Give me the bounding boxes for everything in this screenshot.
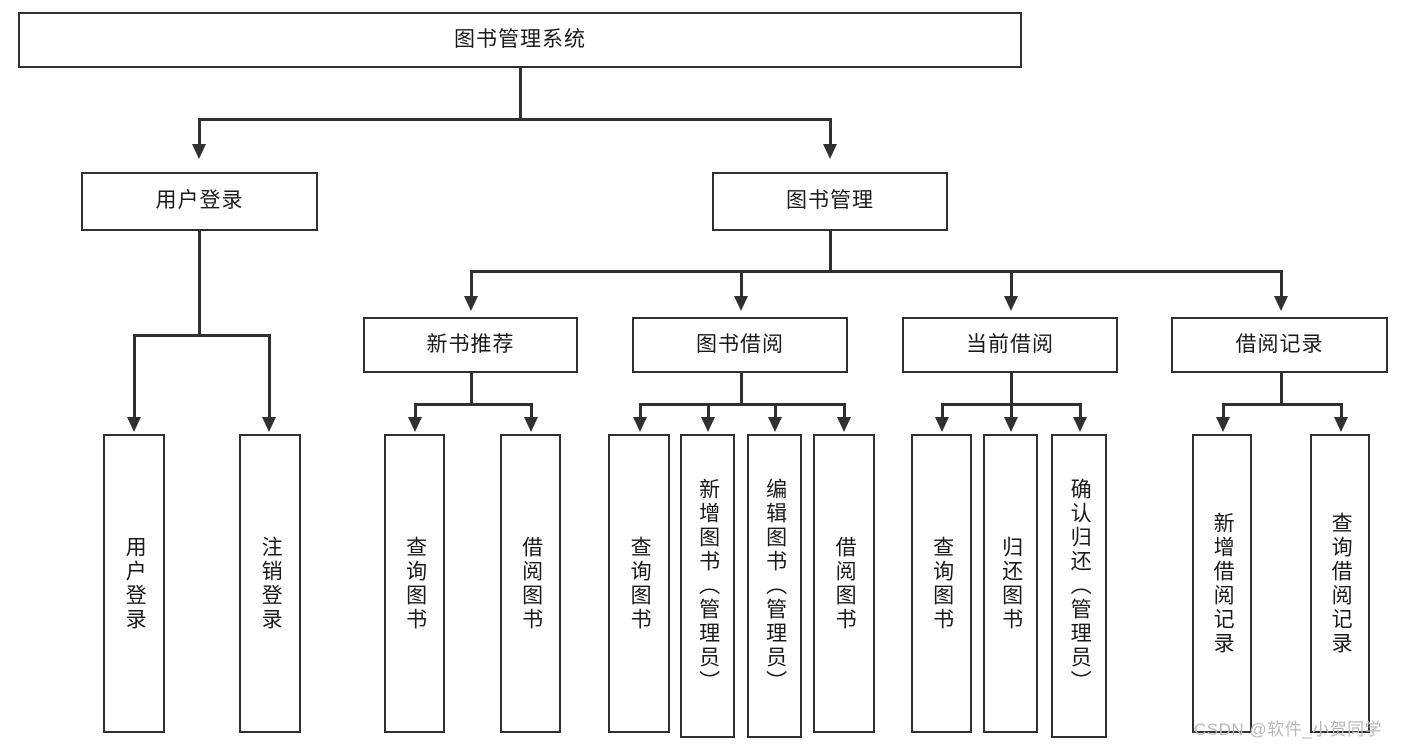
connector-drop-leaf-query-book-3 xyxy=(941,403,944,418)
connector-new-book-recommend-bus xyxy=(414,403,532,406)
node-current-borrow-label: 当前借阅 xyxy=(966,332,1054,356)
arrow-to-leaf-query-book-1 xyxy=(408,417,422,432)
node-leaf-user-login-label: 用户登录 xyxy=(123,535,147,632)
node-book-manage-label: 图书管理 xyxy=(786,189,874,213)
connector-drop-leaf-return-book xyxy=(1010,403,1013,418)
node-leaf-add-book-label: 新增图书（管理员） xyxy=(696,478,720,694)
node-leaf-borrow-book-1[interactable]: 借阅图书 xyxy=(500,434,561,733)
node-book-borrow-label: 图书借阅 xyxy=(696,332,784,356)
arrow-to-leaf-query-book-3 xyxy=(935,417,949,432)
connector-drop-leaf-user-login xyxy=(133,334,136,418)
node-user-login-label: 用户登录 xyxy=(155,189,244,213)
connector-root-stem xyxy=(519,68,522,118)
connector-drop-leaf-borrow-book-1 xyxy=(530,403,533,418)
connector-drop-leaf-query-record xyxy=(1340,403,1343,418)
connector-new-book-recommend-stem xyxy=(470,373,473,403)
connector-drop-leaf-borrow-book-2 xyxy=(843,403,846,418)
connector-user-login-stem xyxy=(198,231,201,334)
connector-current-borrow-stem xyxy=(1010,373,1013,403)
connector-drop-leaf-query-book-1 xyxy=(414,403,417,418)
connector-drop-leaf-add-record xyxy=(1222,403,1225,418)
connector-drop-borrow-record xyxy=(1280,270,1283,297)
node-borrow-record[interactable]: 借阅记录 xyxy=(1171,317,1388,373)
connector-borrow-record-bus xyxy=(1222,403,1342,406)
connector-book-manage-stem xyxy=(829,231,832,270)
connector-drop-leaf-query-book-2 xyxy=(639,403,642,418)
connector-drop-leaf-user-logout xyxy=(268,334,271,418)
node-current-borrow[interactable]: 当前借阅 xyxy=(902,317,1118,373)
node-leaf-add-book[interactable]: 新增图书（管理员） xyxy=(680,434,735,738)
node-root[interactable]: 图书管理系统 xyxy=(18,12,1022,68)
arrow-to-book-borrow xyxy=(734,296,748,311)
node-leaf-borrow-book-2[interactable]: 借阅图书 xyxy=(813,434,875,733)
node-leaf-add-record[interactable]: 新增借阅记录 xyxy=(1192,434,1252,733)
arrow-to-leaf-query-book-2 xyxy=(633,417,647,432)
arrow-to-leaf-borrow-book-2 xyxy=(837,417,851,432)
node-leaf-query-book-1[interactable]: 查询图书 xyxy=(384,434,445,733)
connector-book-borrow-stem xyxy=(740,373,743,403)
node-leaf-query-book-2-label: 查询图书 xyxy=(628,535,652,632)
arrow-to-current-borrow xyxy=(1004,296,1018,311)
connector-level2-bus xyxy=(198,118,831,121)
node-leaf-add-record-label: 新增借阅记录 xyxy=(1211,511,1235,656)
arrow-to-leaf-confirm-return xyxy=(1073,417,1087,432)
csdn-watermark: CSDN @软件_小贺同学 xyxy=(1194,720,1383,739)
node-book-borrow[interactable]: 图书借阅 xyxy=(632,317,848,373)
arrow-to-user-login xyxy=(192,144,206,159)
arrow-to-leaf-add-book xyxy=(701,417,715,432)
arrow-to-leaf-query-record xyxy=(1334,417,1348,432)
node-user-login[interactable]: 用户登录 xyxy=(81,172,318,231)
node-leaf-query-record-label: 查询借阅记录 xyxy=(1329,511,1353,656)
node-leaf-user-logout[interactable]: 注销登录 xyxy=(239,434,301,733)
node-leaf-query-book-3-label: 查询图书 xyxy=(930,535,954,632)
connector-level2-drop-book xyxy=(829,118,832,145)
node-new-book-recommend-label: 新书推荐 xyxy=(426,332,515,356)
connector-level3-bus xyxy=(470,270,1280,273)
arrow-to-leaf-borrow-book-1 xyxy=(524,417,538,432)
node-leaf-edit-book[interactable]: 编辑图书（管理员） xyxy=(747,434,802,738)
arrow-to-leaf-user-login xyxy=(127,417,141,432)
arrow-to-leaf-edit-book xyxy=(768,417,782,432)
node-borrow-record-label: 借阅记录 xyxy=(1235,332,1324,356)
node-leaf-return-book[interactable]: 归还图书 xyxy=(983,434,1038,733)
arrow-to-leaf-add-record xyxy=(1216,417,1230,432)
connector-drop-book-borrow xyxy=(740,270,743,297)
node-leaf-return-book-label: 归还图书 xyxy=(999,535,1023,632)
node-leaf-query-book-3[interactable]: 查询图书 xyxy=(911,434,972,733)
connector-drop-leaf-edit-book xyxy=(774,403,777,418)
connector-borrow-record-stem xyxy=(1280,373,1283,403)
node-leaf-confirm-return[interactable]: 确认归还（管理员） xyxy=(1051,434,1107,738)
arrow-to-leaf-return-book xyxy=(1004,417,1018,432)
node-leaf-confirm-return-label: 确认归还（管理员） xyxy=(1068,478,1092,694)
node-root-label: 图书管理系统 xyxy=(454,27,586,51)
connector-user-login-bus xyxy=(133,334,270,337)
node-leaf-user-login[interactable]: 用户登录 xyxy=(103,434,165,733)
node-leaf-user-logout-label: 注销登录 xyxy=(259,535,283,632)
arrow-to-book-manage xyxy=(823,144,837,159)
connector-book-borrow-bus xyxy=(639,403,846,406)
connector-level2-drop-user xyxy=(198,118,201,145)
node-leaf-query-book-2[interactable]: 查询图书 xyxy=(608,434,670,733)
node-leaf-borrow-book-1-label: 借阅图书 xyxy=(519,535,543,632)
arrow-to-leaf-user-logout xyxy=(262,417,276,432)
arrow-to-new-book-recommend xyxy=(464,296,478,311)
arrow-to-borrow-record xyxy=(1274,296,1288,311)
node-leaf-borrow-book-2-label: 借阅图书 xyxy=(833,535,857,632)
node-leaf-query-record[interactable]: 查询借阅记录 xyxy=(1310,434,1370,733)
connector-drop-leaf-confirm-return xyxy=(1079,403,1082,418)
node-book-manage[interactable]: 图书管理 xyxy=(712,172,948,231)
node-new-book-recommend[interactable]: 新书推荐 xyxy=(363,317,578,373)
connector-drop-new-book-recommend xyxy=(470,270,473,297)
node-leaf-query-book-1-label: 查询图书 xyxy=(403,535,427,632)
connector-drop-current-borrow xyxy=(1010,270,1013,297)
connector-drop-leaf-add-book xyxy=(707,403,710,418)
node-leaf-edit-book-label: 编辑图书（管理员） xyxy=(763,478,787,694)
